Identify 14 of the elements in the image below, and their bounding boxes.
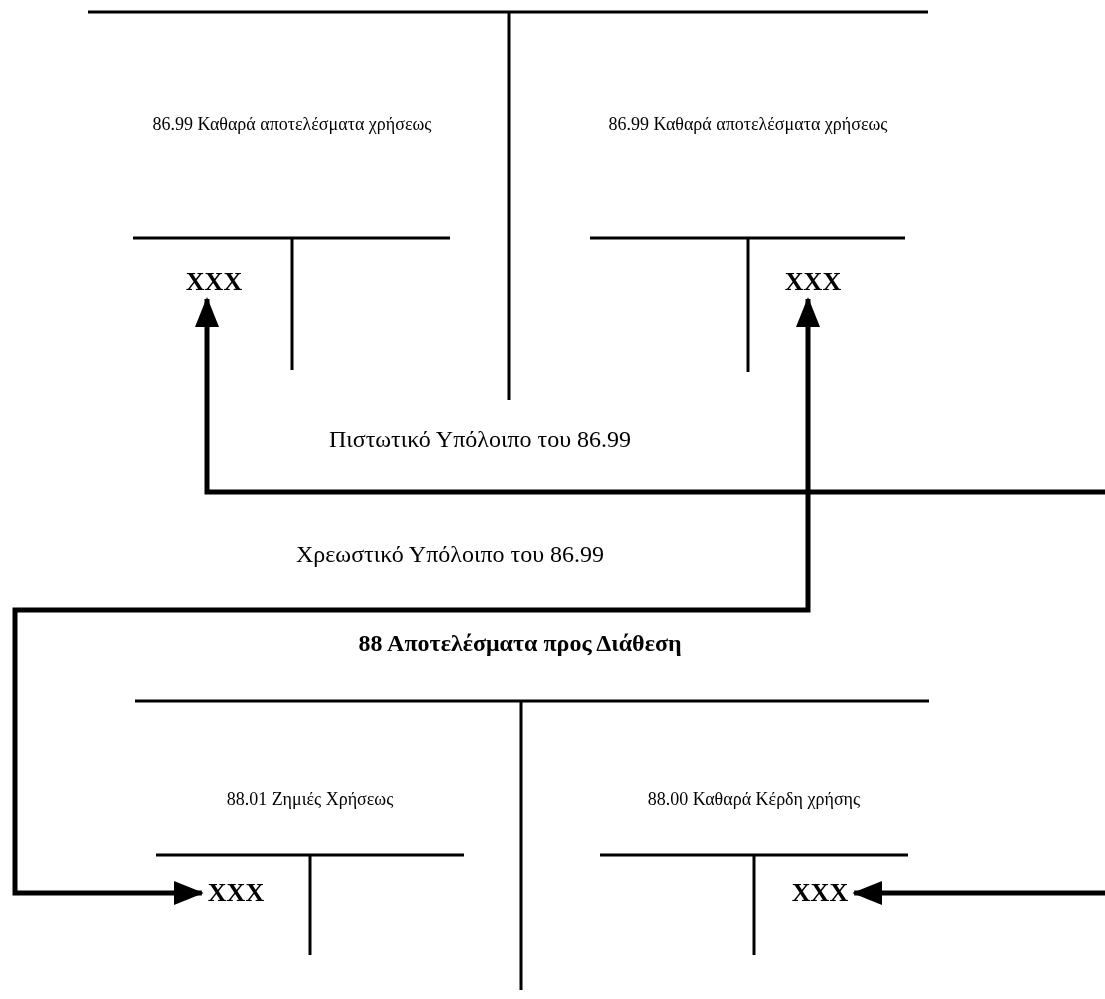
arrow (12, 297, 820, 905)
arrow (195, 297, 1105, 495)
account-label: Πιστωτικό Υπόλοιπο του 86.99 (327, 425, 633, 455)
account-label: 86.99 Καθαρά αποτελέσματα χρήσεως (607, 113, 889, 137)
amount-text: XXX (778, 265, 848, 299)
account-label: 86.99 Καθαρά αποτελέσματα χρήσεως (151, 113, 433, 137)
account-label: 88.00 Καθαρά Κέρδη χρήσης (646, 788, 862, 812)
account-label: 88.01 Ζημιές Χρήσεως (225, 788, 395, 812)
account-label: Χρεωστικό Υπόλοιπο του 86.99 (294, 540, 606, 570)
amount-text: XXX (179, 265, 249, 299)
amount-text: XXX (201, 876, 271, 910)
amount-text: XXX (785, 876, 855, 910)
heading: 88 Αποτελέσματα προς Διάθεση (357, 629, 683, 659)
arrow (852, 881, 1105, 905)
